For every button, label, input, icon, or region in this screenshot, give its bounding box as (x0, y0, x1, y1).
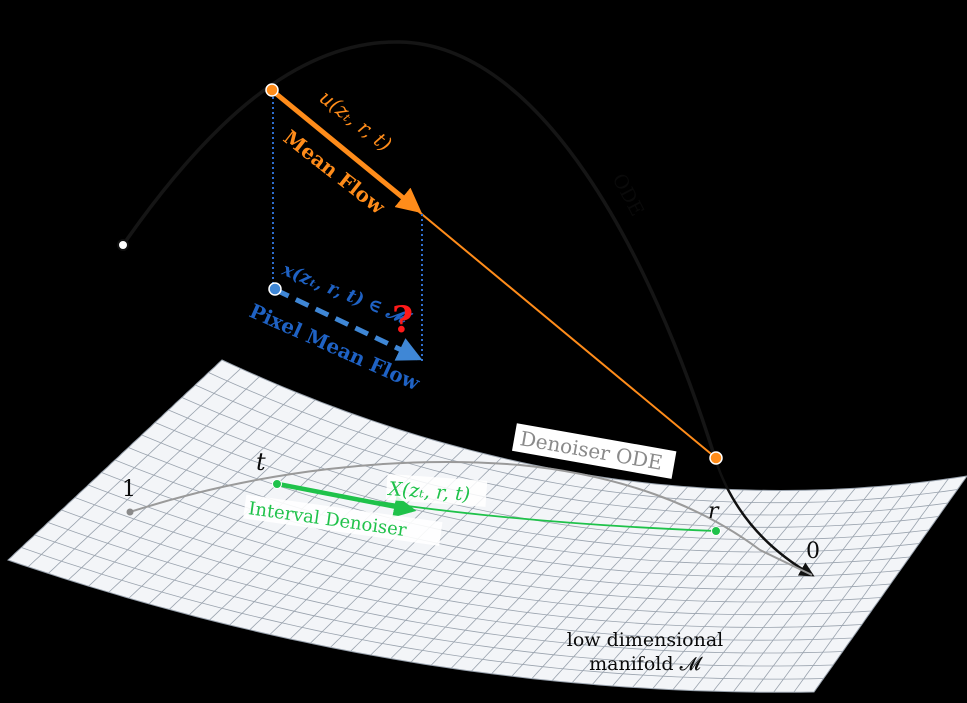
grid-row-line (208, 372, 958, 504)
manifold-surface (7, 359, 967, 693)
question-mark: ? (392, 299, 413, 341)
pixel-point (268, 282, 282, 296)
manifold-fill (7, 359, 967, 693)
manifold-point-r (711, 526, 721, 536)
manifold-label-line1: low dimensional (567, 629, 723, 651)
ode-curve (121, 40, 717, 459)
grid-row-line (47, 522, 843, 654)
manifold-point-1 (126, 508, 134, 516)
grid-row-line (181, 397, 939, 528)
grid-row-line (141, 434, 910, 565)
manifold-point-t (272, 479, 282, 489)
grid-row-line (128, 447, 901, 578)
grid-row-line (61, 509, 853, 641)
interval-denoiser-arrow (277, 481, 417, 518)
u-expression-label: u(zₜ, r, t) (315, 85, 397, 156)
t-label: t (256, 448, 266, 476)
x-interval-tag: X(zₜ, r, t) (385, 473, 488, 507)
mean-flow-start-point (265, 83, 279, 97)
denoiser-ode-box (512, 423, 677, 479)
denoiser-ode-curve (129, 461, 813, 576)
manifold-grid (21, 368, 958, 693)
grid-row-line (114, 459, 891, 590)
ode-end-point (709, 451, 723, 465)
mean-flow-arrow (272, 90, 422, 214)
pixel-mean-flow-arrow (274, 287, 423, 361)
one-label: 1 (122, 477, 136, 502)
zero-label: 0 (806, 539, 820, 564)
grid-row-line (101, 472, 881, 603)
x-interval-box (385, 473, 488, 507)
ode-label: ODE (608, 170, 648, 220)
grid-row-line (154, 422, 920, 553)
r-label: r (708, 499, 720, 524)
interval-denoiser-box (243, 494, 443, 546)
grid-row-line (21, 547, 824, 680)
grid-row-line (88, 484, 872, 616)
grid-row-line (195, 384, 948, 516)
grid-row-line (34, 534, 834, 667)
ode-tail-arrow (713, 457, 815, 577)
grid-row-line (168, 409, 929, 540)
manifold-label-line2: manifold 𝓜 (589, 653, 703, 675)
grid-row-line (74, 497, 862, 628)
start-point-open (117, 239, 129, 251)
